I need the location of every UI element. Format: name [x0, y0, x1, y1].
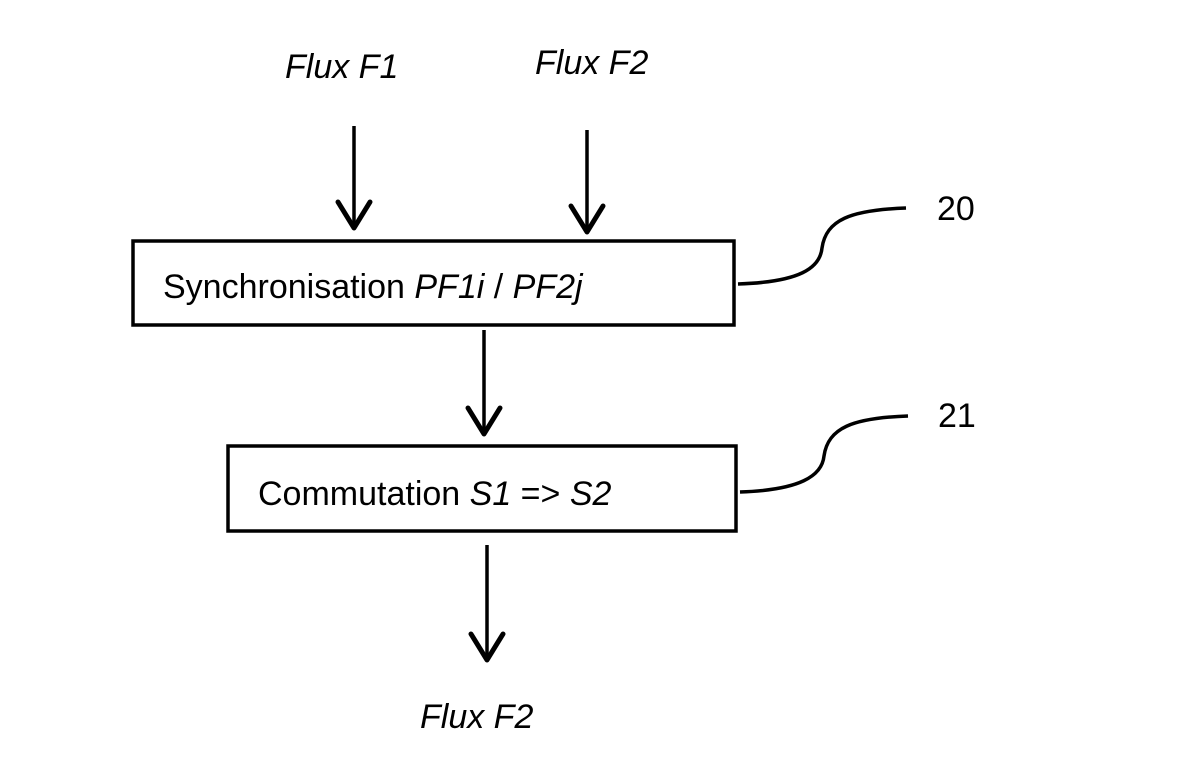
sync-block-italic-pf1i: PF1i — [414, 268, 485, 306]
leader-line-20 — [738, 208, 906, 284]
sync-block-label: Synchronisation PF1i / PF2j — [163, 268, 584, 306]
input-label-flux-f2: Flux F2 — [535, 44, 648, 82]
sync-block-separator: / — [484, 268, 512, 306]
switch-block-label: Commutation S1 => S2 — [258, 475, 612, 513]
switch-block-text: Commutation — [258, 475, 470, 513]
reference-number-21: 21 — [938, 397, 976, 435]
input-label-flux-f1: Flux F1 — [285, 48, 398, 86]
switch-block-separator: => — [511, 475, 570, 513]
reference-number-20: 20 — [937, 190, 975, 228]
switch-block-italic-s1: S1 — [470, 475, 512, 513]
switch-block-italic-s2: S2 — [570, 475, 612, 513]
arrow-sync-to-switch — [468, 330, 500, 434]
leader-line-21 — [740, 416, 908, 492]
output-label-flux-f2: Flux F2 — [420, 698, 533, 736]
sync-block-italic-pf2j: PF2j — [513, 268, 584, 306]
arrow-flux-f1-to-sync — [338, 126, 370, 228]
arrow-flux-f2-to-sync — [571, 130, 603, 232]
sync-block-text: Synchronisation — [163, 268, 414, 306]
arrow-switch-to-output — [471, 545, 503, 660]
